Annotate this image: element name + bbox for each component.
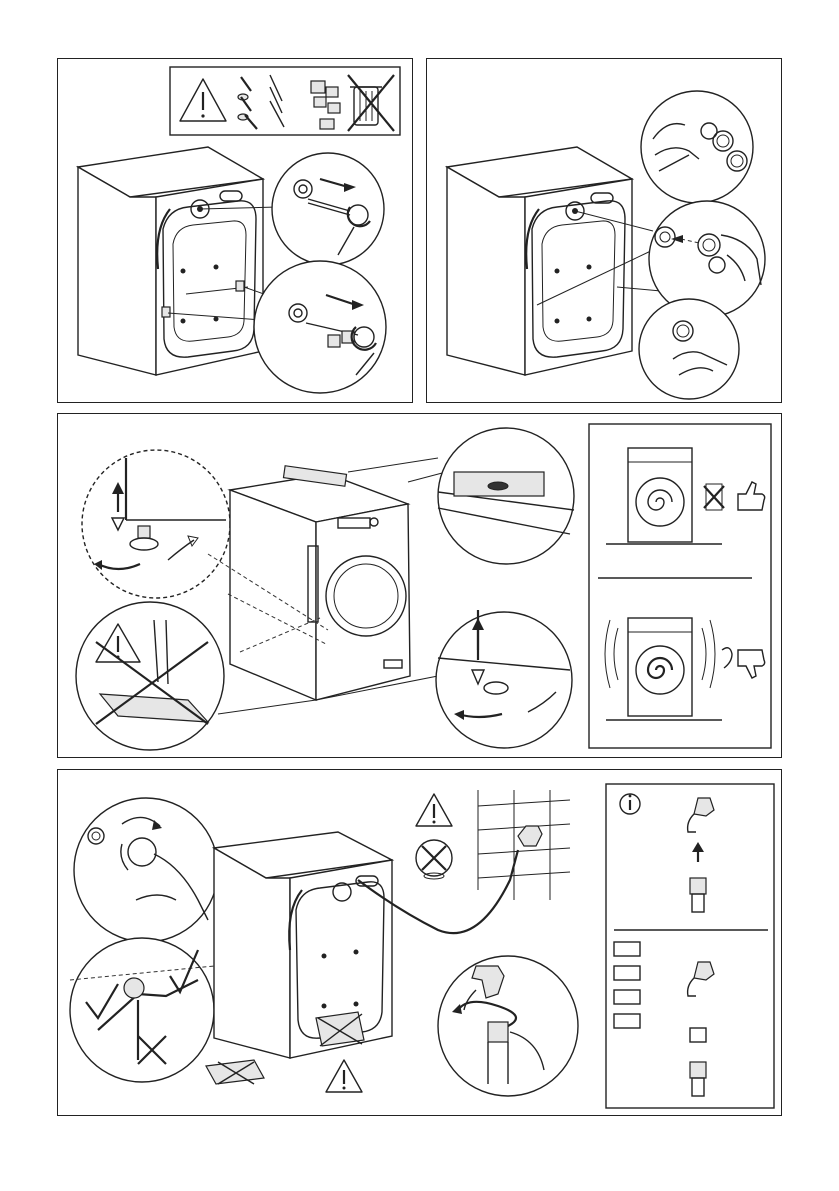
detail-circle-wrong-support <box>76 602 224 750</box>
detail-circle-bottom-bolt <box>254 261 386 393</box>
info-icon <box>620 794 640 814</box>
washer-rear <box>78 147 278 375</box>
option-boxes <box>614 942 640 1028</box>
no-water-icon <box>416 840 452 879</box>
detail-circle-hose-nut <box>74 798 218 942</box>
tap-with-adapter <box>688 798 714 912</box>
warning-icon <box>180 79 226 121</box>
panel-remove-transit-bolts <box>57 58 413 403</box>
detail-circle-tap-connect <box>438 956 578 1096</box>
detail-circle-cap-fitted <box>639 299 739 399</box>
mat-crossed <box>206 1060 264 1084</box>
clip-icon <box>311 81 340 129</box>
panel-insert-plastic-caps <box>426 58 782 403</box>
detail-circle-hose-angle <box>70 938 214 1082</box>
detail-circle-top-bolt <box>272 153 384 265</box>
thumb-down-icon <box>738 650 765 678</box>
level-washer-ok <box>606 448 765 544</box>
washer-rear <box>447 147 661 375</box>
ear-icon <box>722 648 732 668</box>
detail-circle-insert-cap <box>649 201 765 317</box>
wall-with-tap <box>478 790 570 900</box>
detail-circle-foot-adjust-right <box>436 610 572 748</box>
detail-circle-spirit-level <box>438 428 574 564</box>
unlevel-washer-vibrating <box>605 618 765 720</box>
no-bin-icon <box>348 75 394 131</box>
parts-box <box>170 67 400 135</box>
thumb-up-icon <box>738 482 765 510</box>
tap-with-reducer <box>688 962 714 1096</box>
warning-icon <box>416 794 452 826</box>
detail-circle-remove-washers <box>641 91 753 203</box>
detail-circle-foot-adjust <box>82 450 230 598</box>
bolt-icon <box>238 75 284 129</box>
washer-front <box>208 458 448 714</box>
panel-connect-inlet-hose <box>57 769 782 1116</box>
warning-icon <box>326 1060 362 1092</box>
panel-level-appliance <box>57 413 782 758</box>
cross-icon <box>704 484 724 510</box>
